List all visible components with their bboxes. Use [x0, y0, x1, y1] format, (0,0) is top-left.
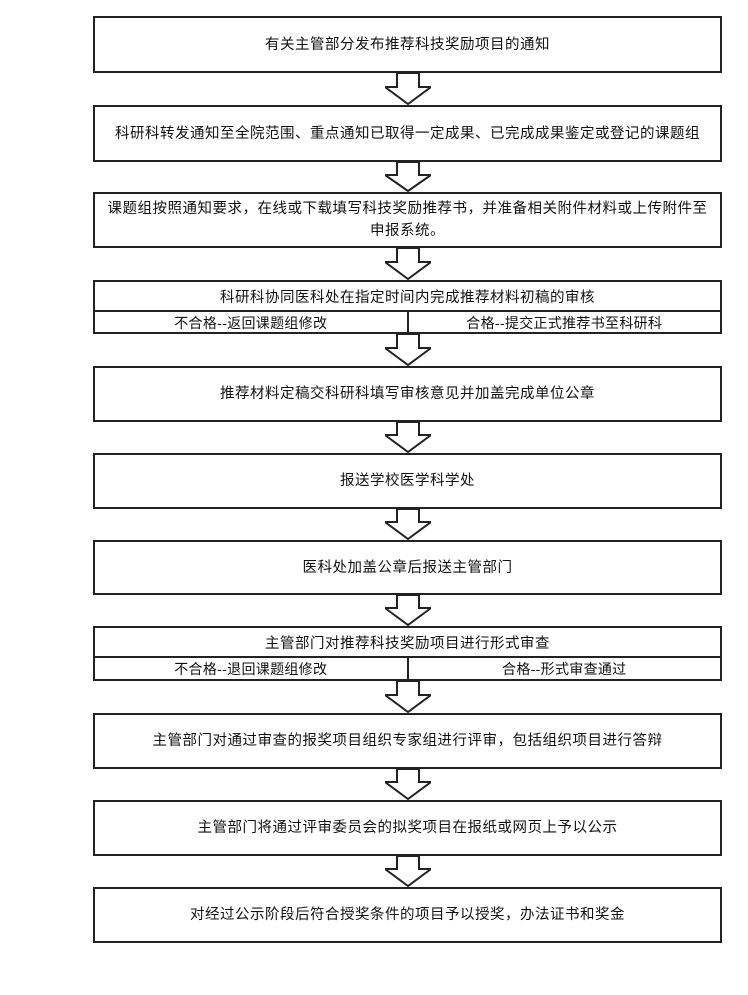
down-arrow-icon [385, 856, 431, 887]
flow-step-9: 主管部门对通过审查的报奖项目组织专家组进行评审，包括组织项目进行答辩 [93, 713, 722, 769]
down-arrow-icon [385, 248, 431, 280]
flow-step-11: 对经过公示阶段后符合授奖条件的项目予以授奖，办法证书和奖金 [93, 887, 722, 943]
flow-step-4-fail: 不合格--返回课题组修改 [95, 312, 409, 334]
flow-step-1-text: 有关主管部分发布推荐科技奖励项目的通知 [265, 36, 550, 53]
flow-step-4: 科研科协同医科处在指定时间内完成推荐材料初稿的审核 不合格--返回课题组修改 合… [93, 280, 722, 334]
flow-step-6: 报送学校医学科学处 [93, 453, 722, 509]
down-arrow-icon [385, 769, 431, 800]
flow-step-4-pass: 合格--提交正式推荐书至科研科 [466, 316, 663, 332]
down-arrow-icon [385, 334, 431, 366]
down-arrow-icon [385, 509, 431, 540]
flow-step-8-fail: 不合格--退回课题组修改 [95, 658, 409, 680]
down-arrow-icon [385, 162, 431, 192]
flow-step-2: 科研科转发通知至全院范围、重点通知已取得一定成果、已完成成果鉴定或登记的课题组 [93, 105, 722, 162]
down-arrow-icon [385, 73, 431, 105]
flow-step-3: 课题组按照通知要求，在线或下载填写科技奖励推荐书，并准备相关附件材料或上传附件至… [93, 192, 722, 248]
flow-step-7: 医科处加盖公章后报送主管部门 [93, 540, 722, 595]
flow-step-2-text: 科研科转发通知至全院范围、重点通知已取得一定成果、已完成成果鉴定或登记的课题组 [115, 125, 700, 142]
flow-step-8: 主管部门对推荐科技奖励项目进行形式审查 不合格--退回课题组修改 合格--形式审… [93, 626, 722, 681]
flow-step-11-text: 对经过公示阶段后符合授奖条件的项目予以授奖，办法证书和奖金 [190, 907, 625, 923]
flow-step-10: 主管部门将通过评审委员会的拟奖项目在报纸或网页上予以公示 [93, 800, 722, 856]
flow-step-10-text: 主管部门将通过评审委员会的拟奖项目在报纸或网页上予以公示 [197, 820, 618, 836]
flow-step-7-text: 医科处加盖公章后报送主管部门 [302, 559, 513, 576]
down-arrow-icon [385, 422, 431, 453]
down-arrow-icon [385, 681, 431, 713]
flow-step-8-title: 主管部门对推荐科技奖励项目进行形式审查 [95, 628, 720, 658]
flow-step-5: 推荐材料定稿交科研科填写审核意见并加盖完成单位公章 [93, 366, 722, 422]
flow-step-8-pass: 合格--形式审查通过 [502, 662, 627, 678]
flow-step-4-title: 科研科协同医科处在指定时间内完成推荐材料初稿的审核 [95, 282, 720, 312]
down-arrow-icon [385, 595, 431, 626]
flow-step-5-text: 推荐材料定稿交科研科填写审核意见并加盖完成单位公章 [220, 386, 595, 402]
flow-step-3-text: 课题组按照通知要求，在线或下载填写科技奖励推荐书，并准备相关附件材料或上传附件至… [107, 201, 708, 239]
flow-step-1: 有关主管部分发布推荐科技奖励项目的通知 [93, 16, 722, 73]
flow-step-9-text: 主管部门对通过审查的报奖项目组织专家组进行评审，包括组织项目进行答辩 [152, 733, 663, 749]
flow-step-6-text: 报送学校医学科学处 [340, 473, 475, 489]
